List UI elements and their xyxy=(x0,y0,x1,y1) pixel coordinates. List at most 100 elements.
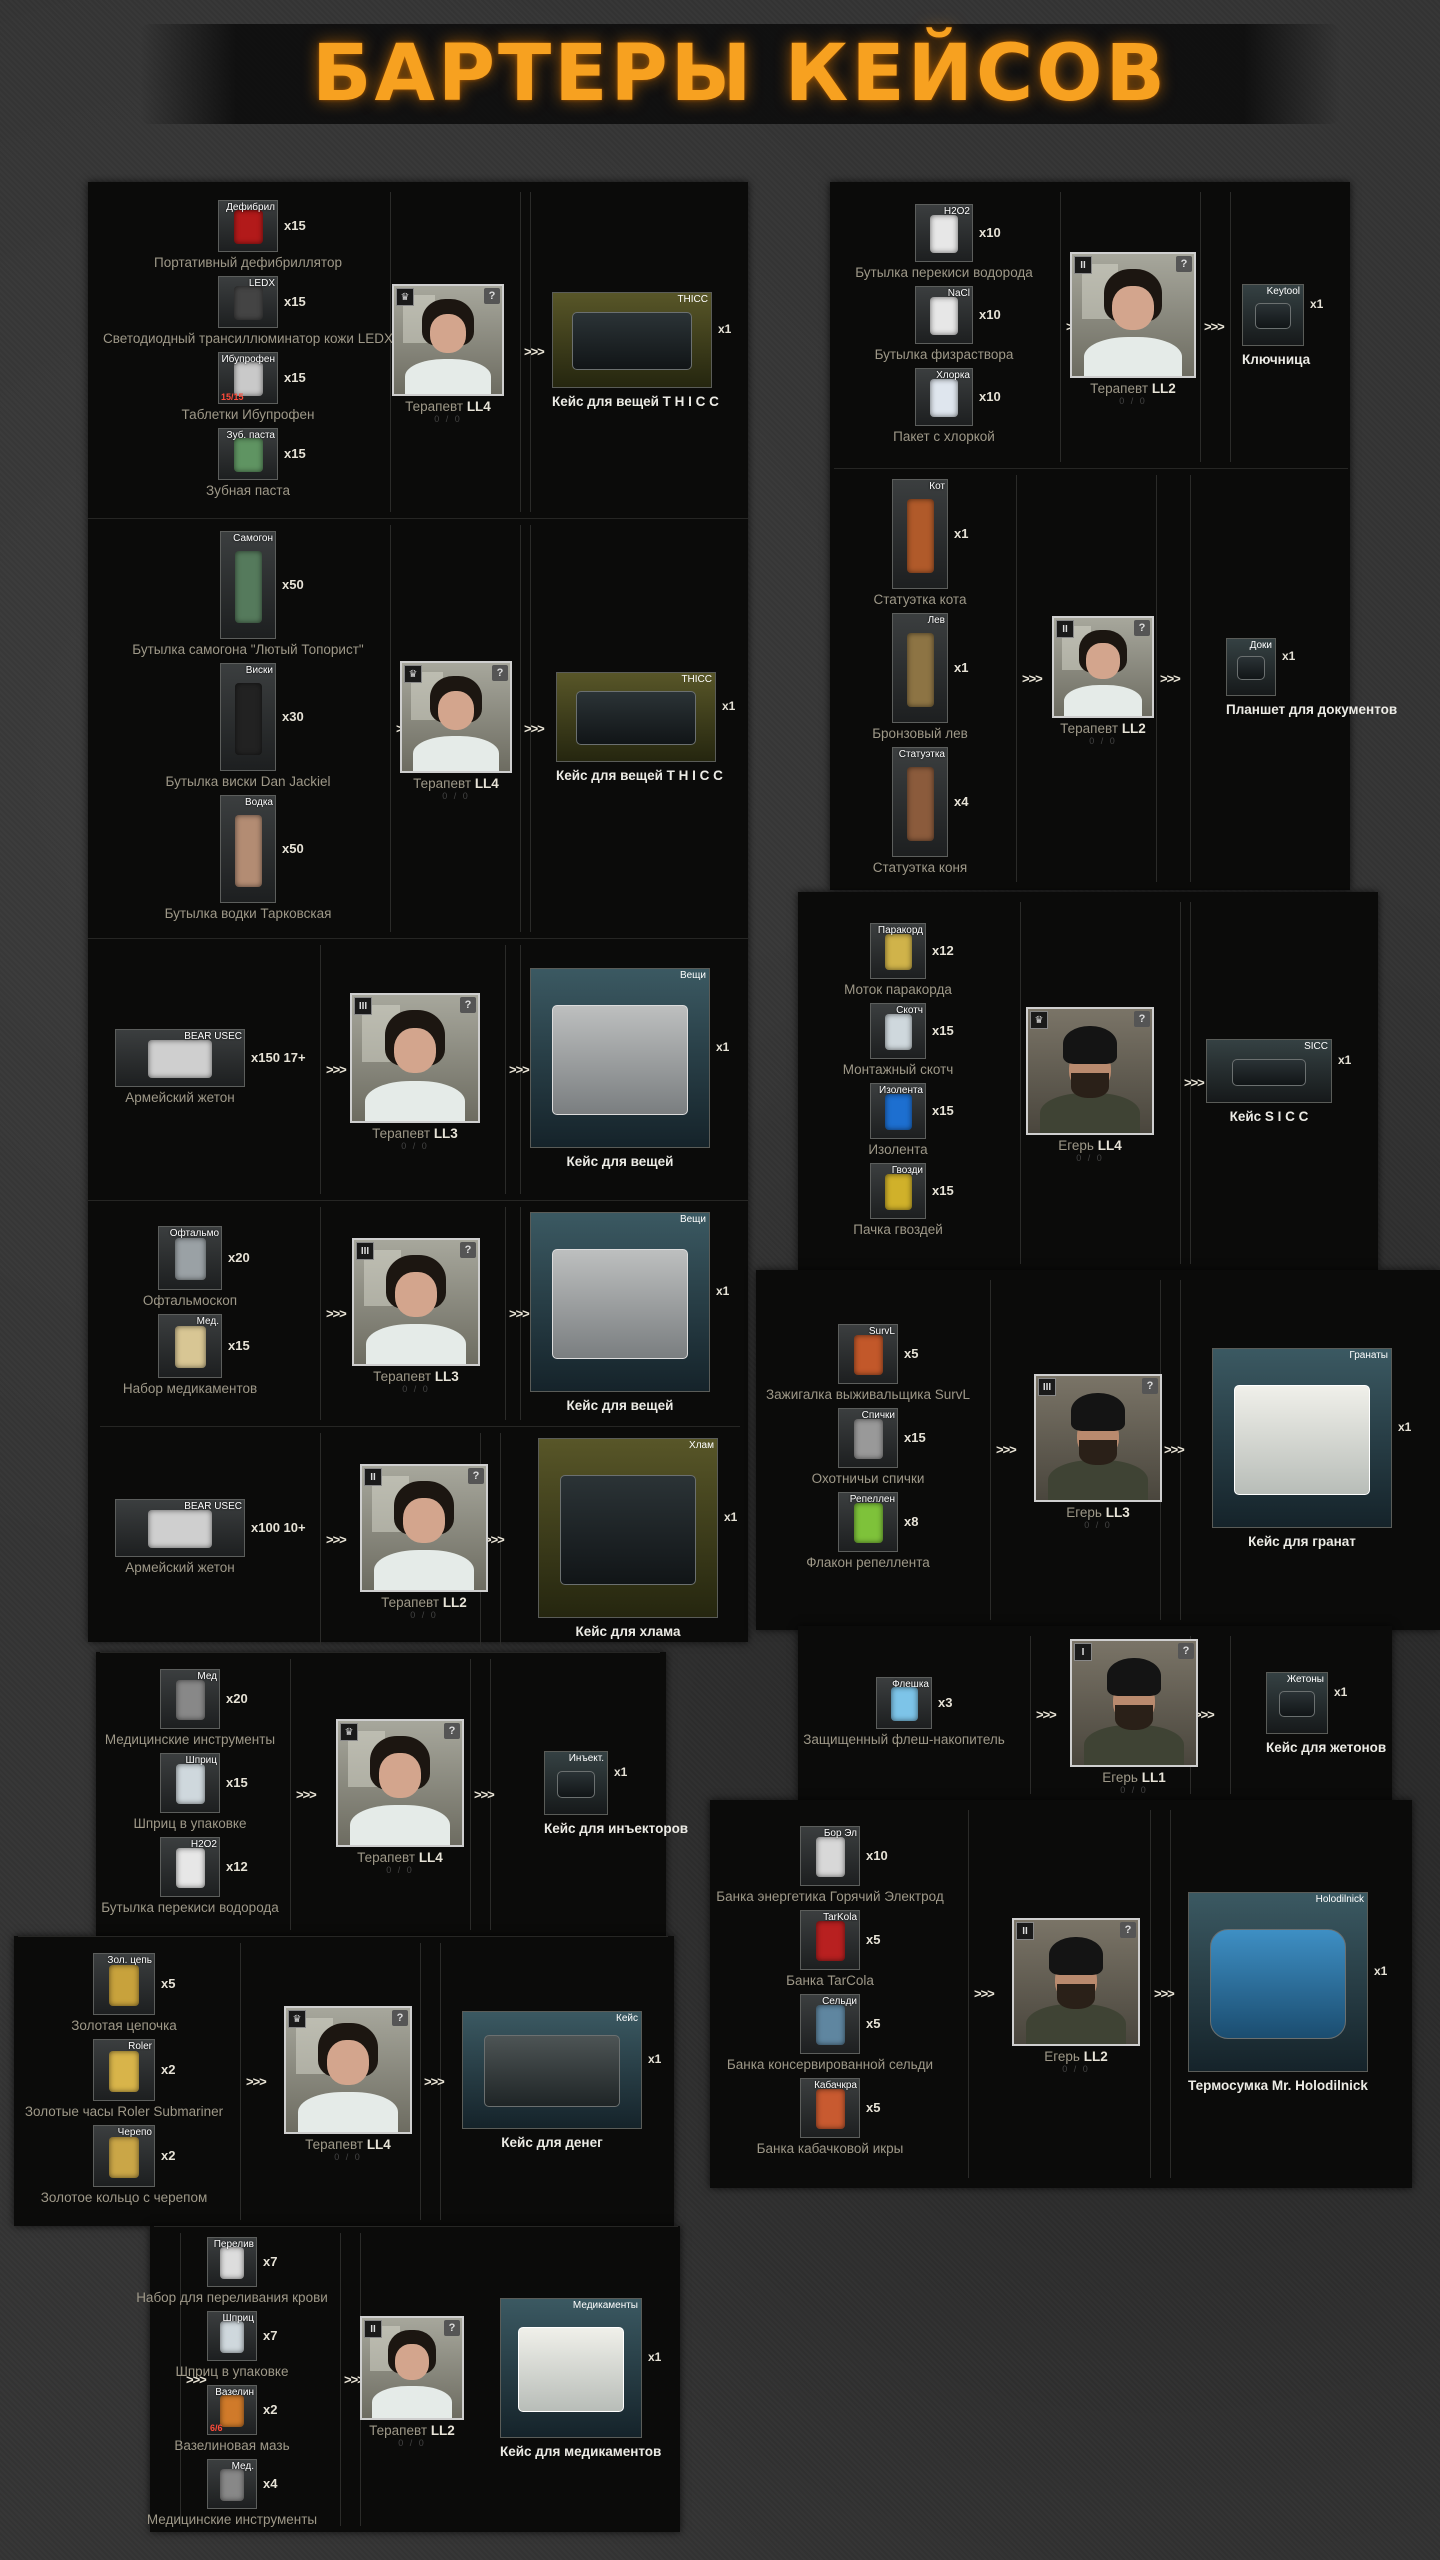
item-slot[interactable]: Мед. xyxy=(207,2459,257,2509)
trader-portrait[interactable]: II? xyxy=(1052,616,1154,718)
trader-portrait[interactable]: I? xyxy=(1070,1639,1198,1767)
reward-slot[interactable]: Доки xyxy=(1226,638,1276,696)
trader-portrait[interactable]: III? xyxy=(350,993,480,1123)
item-slot[interactable]: Флешка xyxy=(876,1677,932,1729)
trader-portrait[interactable]: III? xyxy=(1034,1374,1162,1502)
reward-slot[interactable]: Вещи xyxy=(530,968,710,1148)
item-slot[interactable]: Офтальмо xyxy=(158,1226,222,1290)
item-slot[interactable]: Кот xyxy=(892,479,948,589)
reward-slot[interactable]: Хлам xyxy=(538,1438,718,1618)
item-slot[interactable]: Кабачкра xyxy=(800,2078,860,2138)
item-slot[interactable]: SurvL xyxy=(838,1324,898,1384)
reward-slot[interactable]: THICC xyxy=(552,292,712,388)
reward-slot[interactable]: Медикаменты xyxy=(500,2298,642,2438)
reward-slot[interactable]: SICC xyxy=(1206,1039,1332,1103)
item-slot[interactable]: NaCl xyxy=(915,286,973,344)
item-slot[interactable]: Изолента xyxy=(870,1083,926,1139)
item-slot[interactable]: Самогон xyxy=(220,531,276,639)
item-slot[interactable]: TarKola xyxy=(800,1910,860,1970)
reward-slot[interactable]: THICC xyxy=(556,672,716,762)
item-slot[interactable]: Мед. xyxy=(158,1314,222,1378)
item-slot[interactable]: Скотч xyxy=(870,1003,926,1059)
trader-portrait[interactable]: III? xyxy=(352,1238,480,1366)
trader-portrait[interactable]: II? xyxy=(1012,1918,1140,2046)
item-slot[interactable]: LEDX xyxy=(218,276,278,328)
item-slot[interactable]: Дефибрил xyxy=(218,200,278,252)
trader-portrait[interactable]: ♛? xyxy=(1026,1007,1154,1135)
item-slot[interactable]: Лев xyxy=(892,613,948,723)
trader-portrait[interactable]: ♛? xyxy=(336,1719,464,1847)
item-slot[interactable]: Водка xyxy=(220,795,276,903)
item-slot[interactable]: Статуэтка xyxy=(892,747,948,857)
item-slot[interactable]: Репеллен xyxy=(838,1492,898,1552)
reward-slot[interactable]: Инъект. xyxy=(544,1751,608,1815)
reward-slot[interactable]: Holodilnick xyxy=(1188,1892,1368,2072)
trader-portrait[interactable]: ♛? xyxy=(400,661,512,773)
reward-slot[interactable]: Гранаты xyxy=(1212,1348,1392,1528)
item-slot[interactable]: Бор Эл xyxy=(800,1826,860,1886)
item-slot[interactable]: Сельди xyxy=(800,1994,860,2054)
item-slot[interactable]: Спички xyxy=(838,1408,898,1468)
reward-slot[interactable]: Жетоны xyxy=(1266,1672,1328,1734)
item-slot[interactable]: BEAR USEC xyxy=(115,1029,245,1087)
trader-portrait[interactable]: ♛? xyxy=(392,284,504,396)
item-slot[interactable]: H2O2 xyxy=(160,1837,220,1897)
item-slot[interactable]: Roler xyxy=(93,2039,155,2101)
item-slot[interactable]: Шприц xyxy=(160,1753,220,1813)
item-slot[interactable]: Зуб. паста xyxy=(218,428,278,480)
item-slot[interactable]: H2O2 xyxy=(915,204,973,262)
item-slot[interactable]: Шприц xyxy=(207,2311,257,2361)
